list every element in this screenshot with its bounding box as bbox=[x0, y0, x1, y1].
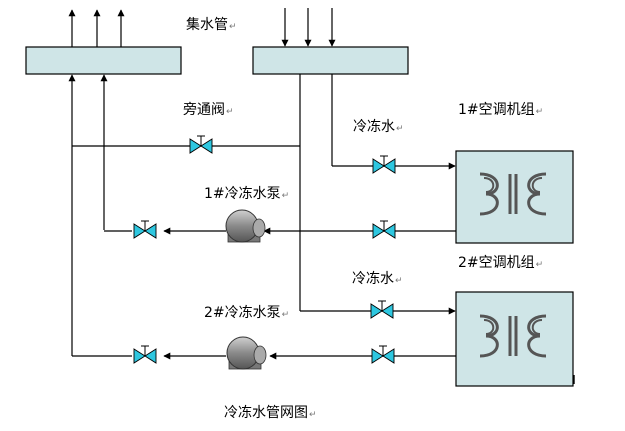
pump-1-label: 1#冷冻水泵↵ bbox=[204, 186, 289, 204]
chilled-water-label-1: 冷冻水↵ bbox=[353, 119, 404, 137]
unit-2-label-text: 2#空调机组 bbox=[458, 255, 535, 271]
pump-1[interactable] bbox=[225, 209, 266, 243]
pump-1-valve[interactable] bbox=[133, 220, 157, 239]
paragraph-mark: ↵ bbox=[309, 410, 317, 420]
collector-header bbox=[25, 46, 182, 75]
pump-2-valve[interactable] bbox=[133, 345, 157, 364]
bypass-valve-label-text: 旁通阀 bbox=[183, 102, 225, 118]
distributor-header bbox=[252, 46, 409, 75]
pump-2-label-text: 2#冷冻水泵 bbox=[204, 305, 281, 321]
return-valve-1-unit[interactable] bbox=[372, 220, 396, 239]
paragraph-mark: ↵ bbox=[281, 310, 290, 320]
paragraph-mark: ↵ bbox=[395, 276, 403, 286]
diagram-caption-text: 冷冻水管网图 bbox=[224, 405, 308, 421]
paragraph-mark: ↵ bbox=[229, 22, 237, 32]
bypass-valve[interactable] bbox=[189, 135, 213, 154]
paragraph-mark: ↵ bbox=[535, 107, 544, 117]
pump-2-label: 2#冷冻水泵↵ bbox=[204, 305, 289, 323]
supply-valve-2[interactable] bbox=[370, 300, 394, 319]
diagram-caption: 冷冻水管网图↵ bbox=[224, 405, 317, 423]
collector-label-text: 集水管 bbox=[186, 17, 228, 33]
unit-1-label-text: 1#空调机组 bbox=[458, 102, 535, 118]
paragraph-mark: ↵ bbox=[396, 124, 404, 134]
paragraph-mark: ↵ bbox=[226, 107, 234, 117]
bypass-valve-label: 旁通阀↵ bbox=[183, 102, 234, 120]
chilled-water-label-2: 冷冻水↵ bbox=[352, 271, 403, 289]
paragraph-mark: ↵ bbox=[535, 260, 544, 270]
unit-1-label: 1#空调机组↵ bbox=[458, 102, 543, 120]
supply-valve-1[interactable] bbox=[372, 155, 396, 174]
chilled-water-label-1-text: 冷冻水 bbox=[353, 119, 395, 135]
pump-1-label-text: 1#冷冻水泵 bbox=[204, 186, 281, 202]
chilled-water-label-2-text: 冷冻水 bbox=[352, 271, 394, 287]
pump-2[interactable] bbox=[226, 336, 267, 370]
return-valve-2-unit[interactable] bbox=[371, 345, 395, 364]
unit-2-label: 2#空调机组↵ bbox=[458, 255, 543, 273]
collector-label: 集水管↵ bbox=[186, 17, 237, 35]
paragraph-mark: ↵ bbox=[281, 191, 290, 201]
